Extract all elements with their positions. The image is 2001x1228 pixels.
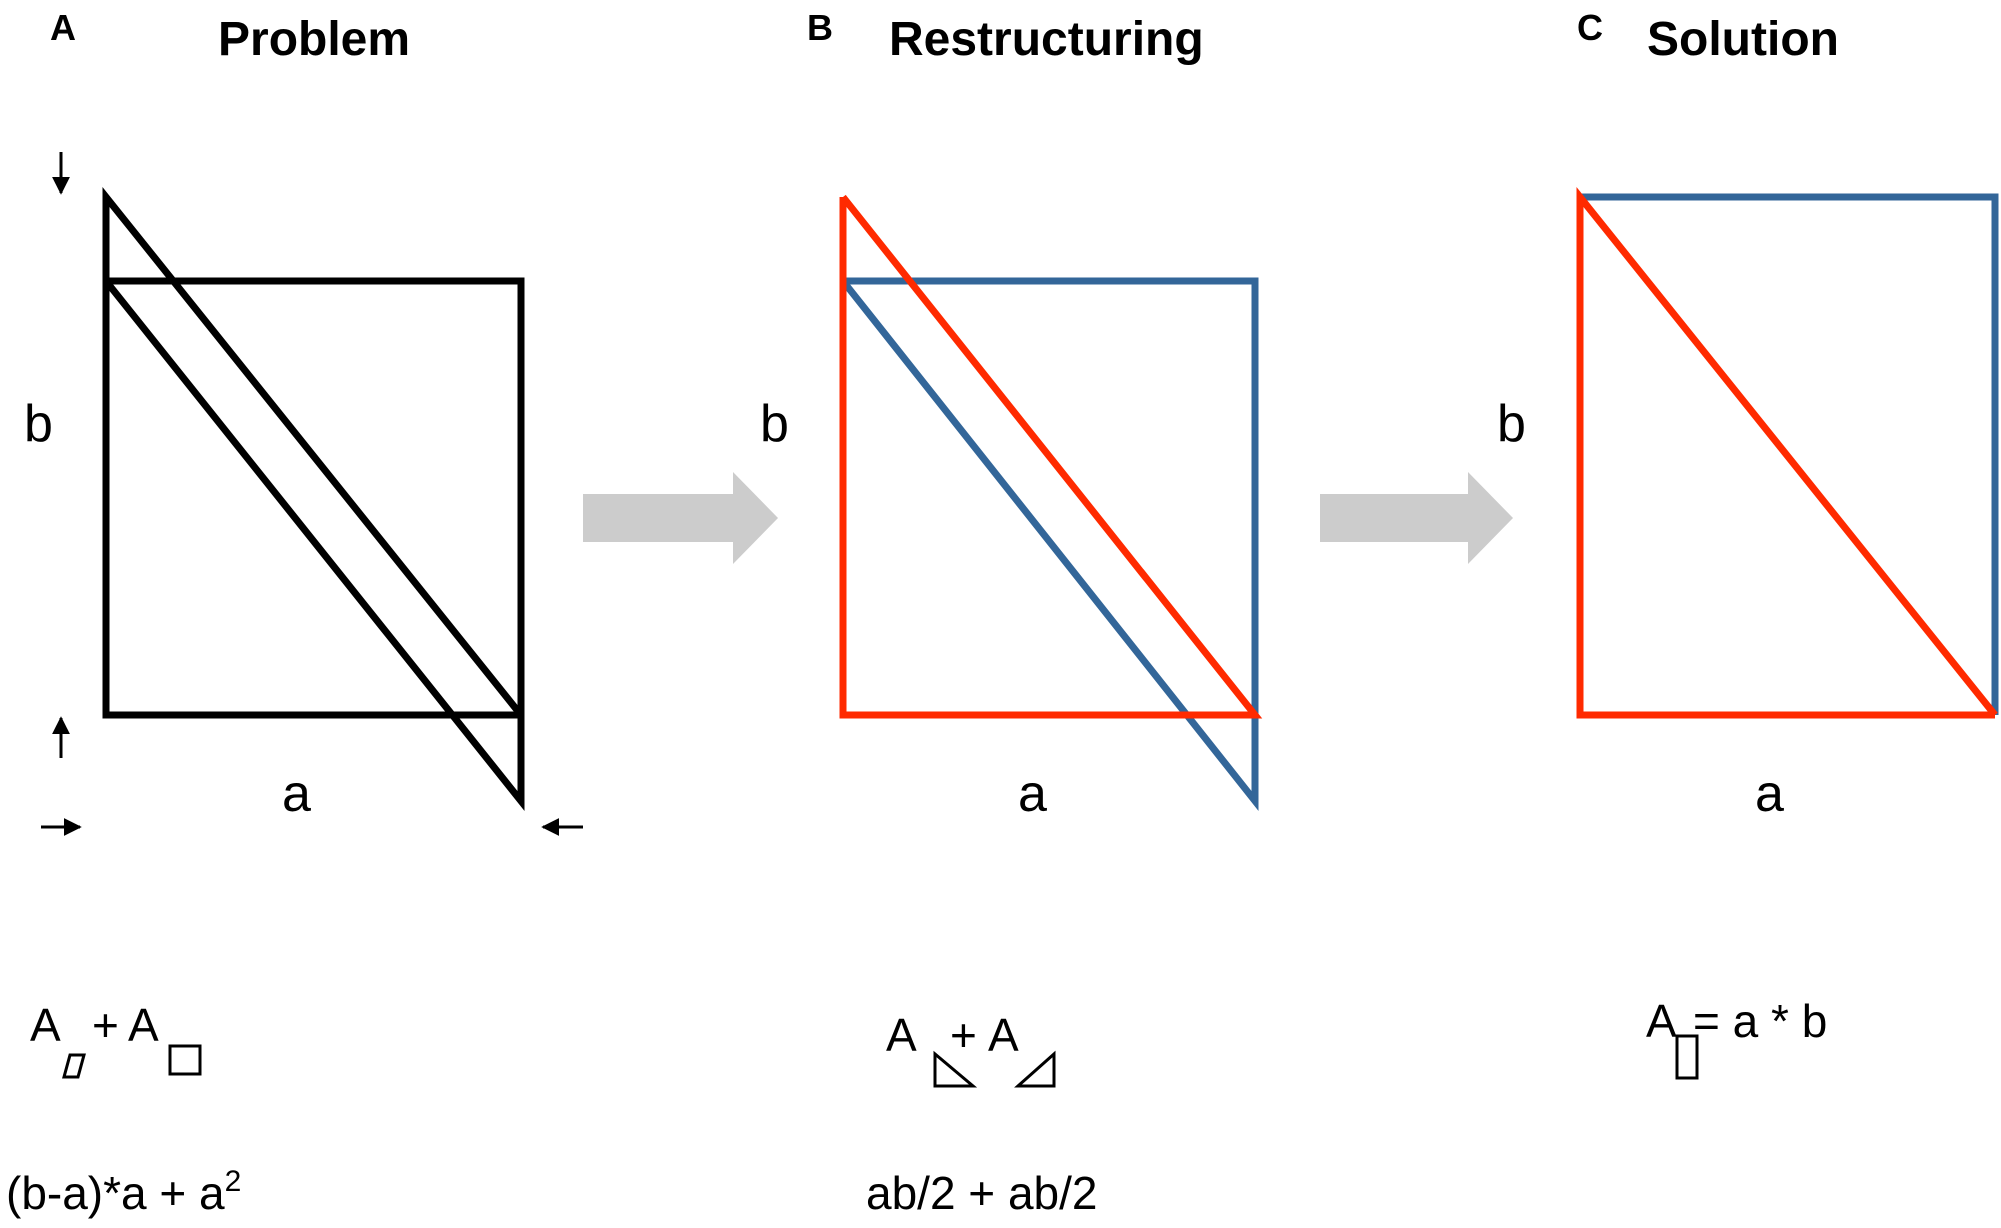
- panel-a-parallelogram: [102, 187, 525, 811]
- panel-c-formula-rest: = a * b: [1693, 995, 1828, 1047]
- panel-a-indicator-arrows: [41, 152, 583, 836]
- panel-a-square: [102, 277, 525, 719]
- right-triangle-icon: [933, 1050, 978, 1088]
- panel-b-expression: ab/2 + ab/2: [866, 1167, 1098, 1219]
- panel-a-figure: [102, 187, 525, 811]
- panel-a-formula-a2: A: [128, 999, 159, 1051]
- panel-c-side-label: b: [1497, 395, 1526, 453]
- panel-b-formula-plus: +: [950, 1009, 977, 1061]
- panel-c-letter: C: [1577, 7, 1603, 48]
- panel-b-letter: B: [807, 7, 833, 48]
- formula-glyphs: [62, 1034, 1699, 1088]
- panel-c-figure: [1576, 187, 1999, 719]
- panel-c-blue-triangle: [1580, 193, 1999, 715]
- panel-a-bottom-label: a: [282, 765, 311, 823]
- panel-b-formula-a1: A: [886, 1009, 917, 1061]
- transition-arrow-1-icon: [583, 472, 778, 564]
- square-icon: [168, 1044, 202, 1076]
- panel-a-expression: (b-a)*a + a2: [6, 1167, 241, 1219]
- panel-b-side-label: b: [760, 395, 789, 453]
- triangle-icon: [1014, 1050, 1056, 1088]
- panel-b-title: Restructuring: [889, 13, 1204, 66]
- panel-c-formula-a: A: [1646, 995, 1677, 1047]
- panel-c-title: Solution: [1647, 13, 1839, 66]
- panel-c-red-triangle: [1576, 187, 1998, 719]
- panel-a-formula-plus: +: [92, 999, 119, 1051]
- panel-a-formula-a1: A: [30, 999, 61, 1051]
- panel-b-figure: [839, 194, 1263, 812]
- panel-b-formula-a2: A: [988, 1009, 1019, 1061]
- panel-a-expression-exponent: 2: [224, 1165, 242, 1198]
- panel-b-blue-triangle: [840, 277, 1259, 812]
- panel-a-expression-main: (b-a)*a + a: [6, 1167, 225, 1219]
- panel-b-bottom-label: a: [1018, 765, 1047, 823]
- panel-c-bottom-label: a: [1755, 765, 1784, 823]
- panel-a-side-label: b: [24, 395, 53, 453]
- rectangle-icon: [1675, 1034, 1699, 1080]
- transition-arrow-2-icon: [1320, 472, 1513, 564]
- panel-b-red-triangle: [839, 194, 1263, 719]
- panel-a-title: Problem: [218, 13, 411, 66]
- panel-a-letter: A: [50, 7, 76, 48]
- parallelogram-icon: [62, 1053, 86, 1079]
